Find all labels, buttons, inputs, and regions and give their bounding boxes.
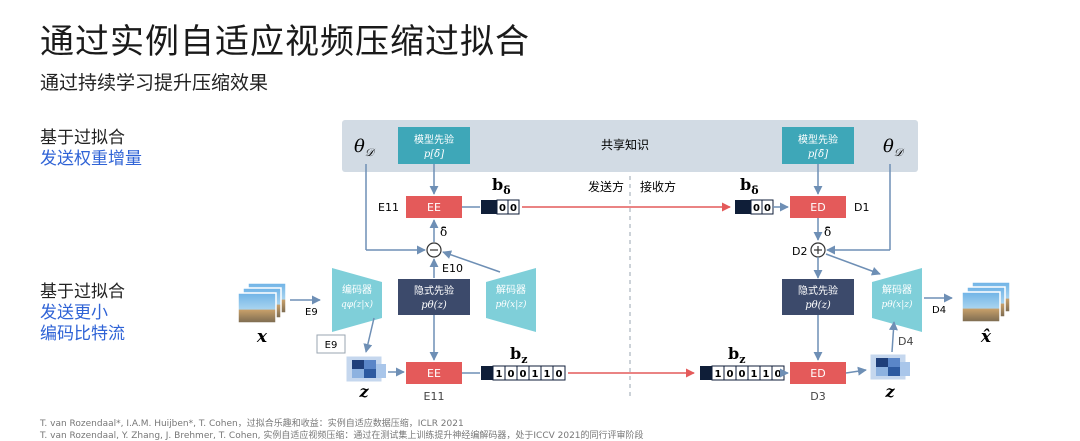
delta-left: δ̄ — [440, 225, 447, 239]
side-label-weights: 基于过拟合 发送权重增量 — [40, 128, 142, 170]
shared-knowledge-label: 共享知识 — [601, 137, 649, 152]
model-prior-box-left — [398, 127, 470, 164]
arrow-oplus-to-decoder — [825, 253, 881, 276]
z-label-right: z — [884, 382, 895, 401]
bit-r-1: 0 — [727, 369, 734, 380]
page-title: 通过实例自适应视频压缩过拟合 — [40, 22, 530, 62]
decoder-block-left — [486, 268, 536, 332]
latent-prior-title-left: 隐式先验 — [414, 284, 454, 297]
ed-box-top — [790, 196, 846, 218]
model-prior-formula-right: p[δ̄] — [808, 149, 828, 160]
model-prior-box-right — [782, 127, 854, 164]
footnote-2: T. van Rozendaal, Y. Zhang, J. Brehmer, … — [40, 431, 644, 441]
bits-long-left — [481, 365, 566, 381]
bit-r-2: 0 — [739, 369, 746, 380]
side-label-overfit-2: 基于过拟合 — [40, 282, 125, 302]
theta-left: θ𝒟 — [354, 136, 376, 159]
encoder-title: 编码器 — [342, 283, 372, 296]
bits-short-right-1: 0 — [764, 203, 771, 214]
bit-r-5: 0 — [775, 369, 782, 380]
bits-short-left-lead — [481, 200, 497, 214]
bits-short-right-lead — [735, 200, 751, 214]
page-subtitle: 通过持续学习提升压缩效果 — [40, 72, 269, 94]
sender-label: 发送方 — [588, 179, 624, 194]
footnote-1: T. van Rozendaal*, I.A.M. Huijben*, T. C… — [40, 419, 464, 429]
x-label: x — [256, 327, 268, 347]
ee-box-top — [406, 196, 462, 218]
e9-box — [316, 334, 346, 354]
bit-r-4: 1 — [763, 369, 770, 380]
bits-short-right-0: 0 — [753, 203, 760, 214]
model-prior-formula-left: p[δ̄] — [424, 149, 444, 160]
input-video-frames — [237, 282, 287, 324]
bit-r-0: 1 — [715, 369, 722, 380]
label-e9-inline: E9 — [305, 307, 318, 318]
ee-box-bottom — [406, 362, 462, 384]
decoder-formula-left: pθ(x|z) — [495, 299, 527, 310]
latent-prior-title-right: 隐式先验 — [798, 284, 838, 297]
label-d2: D2 — [792, 245, 807, 258]
b-z-left: bz — [510, 344, 527, 366]
arrow-decoder-to-ominus — [442, 250, 501, 273]
side-label-send-weights: 发送权重增量 — [40, 149, 142, 169]
bit-l-0: 1 — [496, 369, 503, 380]
encoder-formula: qφ(z|x) — [341, 299, 373, 310]
decoder-title-right: 解码器 — [882, 283, 912, 296]
model-prior-title-right: 模型先验 — [798, 133, 838, 146]
bits-short-left-1: 0 — [510, 203, 517, 214]
ee-label-bottom: EE — [427, 367, 441, 380]
bits-short-left-cell-2 — [507, 199, 520, 215]
receiver-label: 接收方 — [640, 179, 676, 194]
side-label-send-smaller: 发送更小 — [40, 303, 108, 323]
ee-label-top: EE — [427, 201, 441, 214]
latent-z-cube-right — [869, 353, 910, 381]
b-delta-right: bδ̄ — [740, 175, 759, 197]
latent-prior-formula-right: pθ(z) — [805, 300, 831, 311]
label-d4-right: D4 — [932, 305, 946, 316]
decoder-block-right — [872, 268, 922, 332]
bit-l-3: 1 — [532, 369, 539, 380]
arrow-ed-to-z — [845, 366, 867, 376]
bit-l-5: 0 — [556, 369, 563, 380]
label-e9-box: E9 — [325, 340, 338, 351]
side-label-bitstream: 基于过拟合 发送更小 编码比特流 — [40, 282, 125, 345]
bit-l-4: 1 — [544, 369, 551, 380]
b-z-right: bz — [728, 344, 745, 366]
label-e11-top: E11 — [378, 201, 399, 214]
decoder-formula-right: pθ(x|z) — [881, 299, 913, 310]
ed-label-bottom: ED — [810, 367, 825, 380]
delta-right: δ̄ — [824, 225, 831, 239]
label-d1: D1 — [854, 201, 869, 214]
arrow-encoder-to-z — [363, 317, 375, 353]
arrow-z-to-decoder — [888, 321, 898, 353]
x-hat-label: x̂ — [980, 327, 992, 347]
label-d3: D3 — [810, 390, 825, 403]
label-e11-bottom: E11 — [424, 390, 445, 403]
decoder-title-left: 解码器 — [496, 283, 526, 296]
b-delta-left: bδ̄ — [492, 175, 511, 197]
latent-z-cube-left — [345, 355, 386, 383]
theta-right: θ𝒟 — [883, 136, 905, 159]
shared-knowledge-panel — [342, 120, 918, 172]
label-d4: D4 — [898, 335, 913, 348]
model-prior-title-left: 模型先验 — [414, 133, 454, 146]
ed-label-top: ED — [810, 201, 825, 214]
bit-l-1: 0 — [508, 369, 515, 380]
side-label-overfit: 基于过拟合 — [40, 128, 125, 148]
ed-box-bottom — [790, 362, 846, 384]
output-video-frames — [961, 281, 1011, 323]
bit-l-2: 0 — [520, 369, 527, 380]
z-label-left: z — [358, 382, 369, 401]
latent-prior-box-right — [782, 279, 854, 315]
bit-r-3: 1 — [751, 369, 758, 380]
side-label-encode-bitstream: 编码比特流 — [40, 324, 125, 344]
bits-short-left-0: 0 — [499, 203, 506, 214]
latent-prior-formula-left: pθ(z) — [421, 300, 447, 311]
encoder-block — [332, 268, 382, 332]
latent-prior-box-left — [398, 279, 470, 315]
label-e10: E10 — [442, 262, 463, 275]
